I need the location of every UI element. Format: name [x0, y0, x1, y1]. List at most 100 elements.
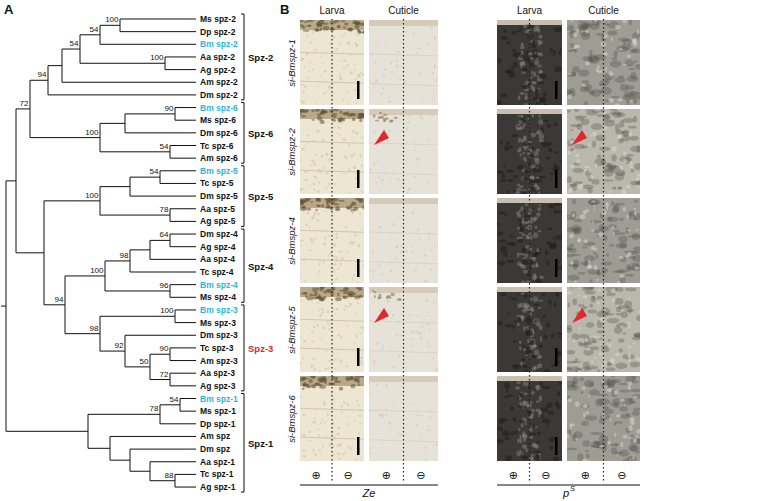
photo-speckle	[335, 256, 338, 258]
photo-speckle	[628, 298, 630, 301]
photo-speckle	[428, 416, 431, 418]
photo-speckle	[613, 232, 615, 235]
photo-speckle	[512, 133, 518, 137]
photo-speckle	[515, 386, 520, 390]
photo-speckle	[588, 259, 590, 264]
photo-speckle	[346, 423, 348, 425]
photo-speckle	[513, 52, 521, 58]
tree-branch	[110, 436, 196, 437]
photo-speckle	[507, 41, 510, 44]
photo-speckle	[319, 386, 326, 389]
tree-branch	[130, 196, 196, 197]
photo-speckle	[628, 325, 630, 328]
photo-speckle	[521, 363, 527, 367]
photo-speckle	[310, 201, 313, 203]
photo-speckle	[339, 134, 340, 136]
photo-speckle	[615, 25, 621, 29]
photo-speckle	[578, 304, 582, 307]
photo-speckle	[380, 273, 383, 275]
photo-speckle	[592, 20, 601, 26]
photo-speckle	[575, 117, 583, 121]
photo-speckle	[321, 155, 324, 158]
photo-speckle	[586, 29, 589, 34]
photo-speckle	[533, 424, 535, 428]
photo-speckle	[525, 50, 528, 56]
photo-speckle	[312, 341, 314, 343]
photo-speckle	[329, 43, 331, 45]
photo-speckle	[349, 28, 353, 32]
photo-speckle	[327, 311, 330, 313]
photo-speckle	[585, 61, 590, 65]
photo-speckle	[431, 26, 434, 29]
photo-speckle	[540, 336, 542, 342]
photo-speckle	[300, 362, 302, 364]
tree-branch	[100, 186, 130, 187]
photo-speckle	[503, 251, 507, 257]
photo-speckle	[623, 152, 627, 157]
photo-speckle	[372, 290, 374, 293]
photo-speckle	[321, 420, 323, 421]
photo-speckle	[392, 314, 394, 317]
photo-speckle	[413, 141, 415, 143]
photo-speckle	[559, 381, 562, 385]
photo-speckle	[531, 355, 539, 358]
photo-speckle	[396, 334, 399, 335]
photo-speckle	[417, 315, 418, 317]
photo-speckle	[332, 398, 335, 401]
photo-speckle	[583, 295, 588, 299]
photo-speckle	[316, 27, 318, 31]
photo-speckle	[592, 132, 597, 136]
photo-speckle	[522, 67, 528, 71]
photo-speckle	[389, 297, 392, 299]
photo-speckle	[627, 322, 630, 325]
photo-speckle	[405, 250, 408, 253]
photo-speckle	[616, 304, 620, 307]
photo-speckle	[412, 211, 414, 214]
photo-speckle	[567, 302, 570, 307]
photo-speckle	[539, 114, 541, 118]
photo-speckle	[359, 199, 364, 203]
photo-speckle	[520, 265, 523, 269]
tree-branch	[130, 272, 196, 273]
photo-speckle	[543, 335, 548, 339]
photo-speckle	[578, 184, 583, 189]
photo-speckle	[567, 328, 572, 333]
photo-speckle	[322, 63, 324, 64]
photo-speckle	[498, 211, 505, 214]
photo-speckle	[524, 218, 527, 222]
photo-speckle	[634, 163, 640, 170]
photo-speckle	[361, 326, 363, 329]
photo-speckle	[531, 45, 536, 48]
photo-speckle	[387, 140, 389, 143]
photo-speckle	[351, 132, 353, 133]
photo-speckle	[532, 41, 538, 46]
photo-speckle	[309, 184, 311, 185]
photo-speckle	[358, 34, 360, 36]
photo-speckle	[340, 110, 343, 114]
photo-speckle	[347, 251, 348, 253]
photo-speckle	[334, 20, 340, 23]
photo-speckle	[356, 33, 358, 35]
photo-speckle	[497, 223, 500, 226]
photo-speckle	[630, 361, 640, 367]
photo-speckle	[622, 189, 627, 194]
photo-speckle	[604, 169, 613, 177]
clade-bracket	[241, 305, 244, 391]
photo-speckle	[573, 263, 578, 270]
photo-speckle	[594, 356, 596, 360]
photo-speckle	[554, 66, 561, 72]
photo-speckle	[523, 141, 528, 146]
photo-speckle	[575, 46, 578, 48]
photo-speckle	[343, 291, 349, 294]
photo-speckle	[601, 87, 612, 95]
photo-speckle	[335, 297, 342, 301]
tree-branch	[150, 240, 170, 241]
photo-speckle	[393, 120, 396, 121]
photo-speckle	[335, 237, 338, 239]
photo-speckle	[429, 329, 430, 332]
photo-speckle	[538, 307, 541, 309]
photo-speckle	[304, 200, 307, 202]
photo-speckle	[522, 177, 527, 182]
photo-speckle	[608, 216, 612, 221]
photo-speckle	[538, 361, 542, 363]
